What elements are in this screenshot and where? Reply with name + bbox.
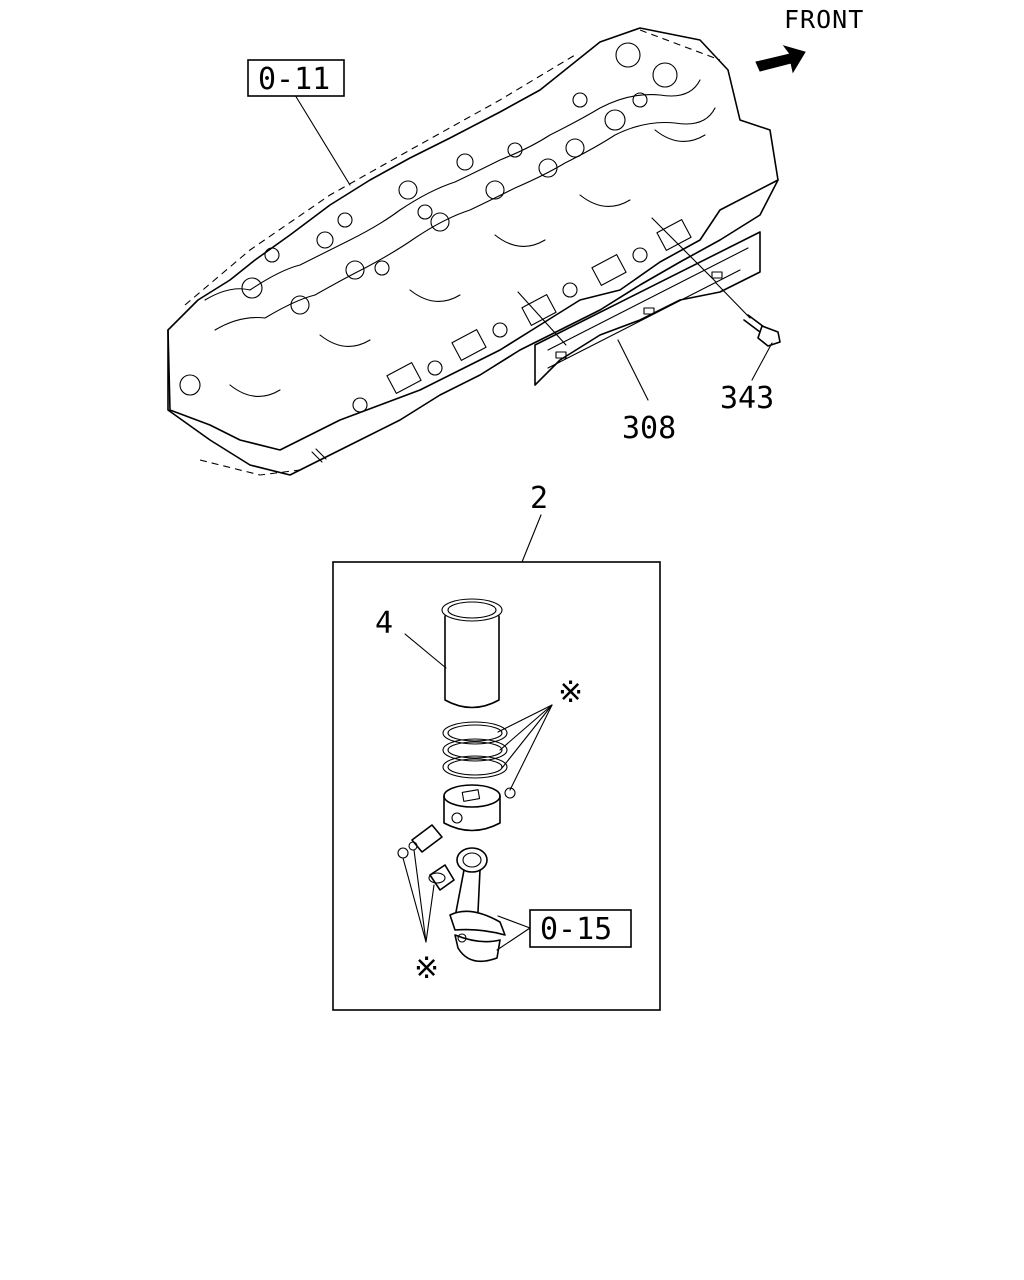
leader-asterisk-4	[509, 704, 553, 791]
piston-drawing	[443, 784, 501, 832]
leader-shield-left	[517, 291, 567, 346]
leader-asterisk-7	[425, 884, 435, 943]
leader-asterisk-3	[501, 704, 553, 769]
leader-2	[521, 514, 542, 563]
ref-box-0-11	[247, 59, 345, 97]
leader-asterisk-2	[499, 704, 553, 751]
callout-4: 4	[375, 606, 393, 641]
wrist-pin-drawing	[397, 824, 443, 859]
arrow-up-right-icon	[755, 45, 806, 74]
leader-asterisk-5	[402, 857, 427, 943]
piston-rings-drawing	[442, 721, 516, 799]
callout-343: 343	[720, 381, 774, 416]
connecting-rod-drawing	[449, 847, 506, 963]
bushing-drawing	[428, 864, 455, 891]
leader-shield-right	[651, 217, 717, 283]
leader-0-15-b	[496, 927, 531, 951]
ref-label-0-15: 0-15	[540, 912, 612, 947]
piston-kit-frame	[332, 561, 661, 1011]
leader-asterisk-6	[413, 849, 427, 943]
ref-box-0-15	[529, 909, 632, 948]
leader-asterisk-1	[497, 704, 553, 733]
bolt-drawing	[743, 314, 781, 347]
leader-0-11	[294, 94, 351, 186]
leader-343	[751, 342, 773, 381]
front-label: FRONT	[784, 5, 864, 34]
callout-2: 2	[530, 481, 548, 516]
cylinder-liner-drawing	[441, 598, 503, 709]
leader-308	[617, 339, 649, 401]
cylinder-block-drawing	[167, 27, 779, 476]
leader-0-15-a	[497, 915, 531, 929]
asterisk-note-top: ※	[558, 675, 583, 710]
leader-bolt-hole	[715, 282, 751, 319]
leader-4	[404, 633, 447, 669]
asterisk-note-bottom: ※	[414, 951, 439, 986]
callout-308: 308	[622, 411, 676, 446]
ref-label-0-11: 0-11	[258, 62, 330, 97]
